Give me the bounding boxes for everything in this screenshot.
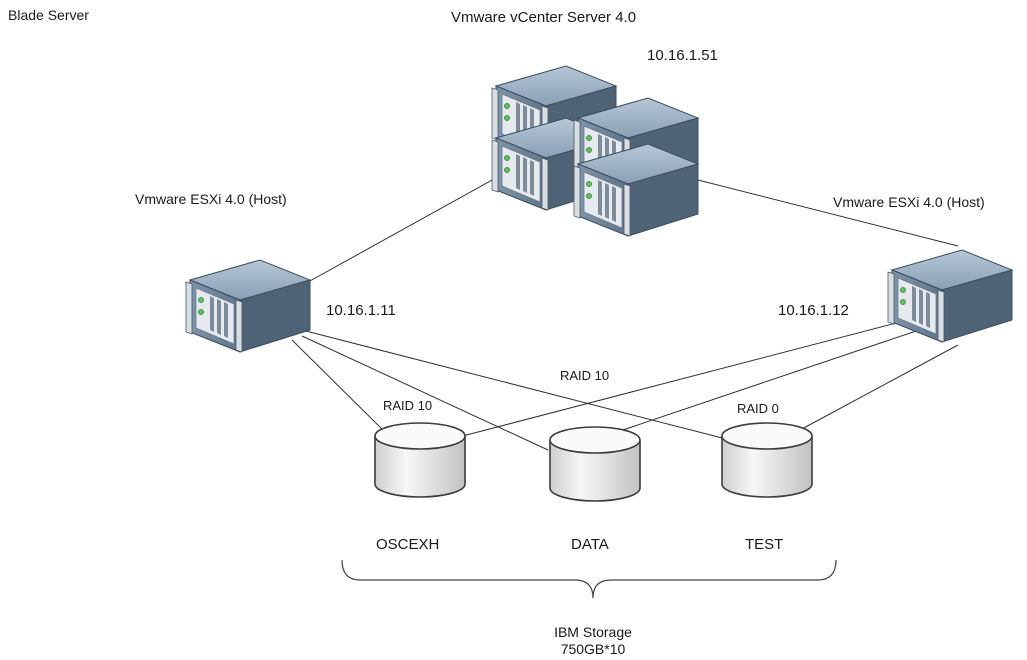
left-host-server-icon: [185, 259, 311, 353]
disk-data-icon: [549, 426, 641, 502]
blade-server-label: Blade Server: [8, 7, 89, 23]
storage-label: IBM Storage 750GB*10: [533, 624, 653, 658]
left-host-title: Vmware ESXi 4.0 (Host): [135, 191, 287, 207]
disk-label-test: TEST: [745, 536, 784, 553]
vcenter-server-stack: [491, 65, 699, 237]
right-host-server-icon: [887, 249, 1013, 343]
link-left-test: [301, 329, 731, 441]
link-left-data: [301, 335, 549, 451]
link-right-oscexh: [454, 321, 901, 439]
disk-oscexh-icon: [374, 422, 466, 498]
link-right-test: [799, 344, 959, 431]
right-host-title: Vmware ESXi 4.0 (Host): [833, 194, 985, 210]
left-host-ip: 10.16.1.11: [326, 302, 396, 319]
disk-label-data: DATA: [571, 536, 609, 553]
disk-label-oscexh: OSCEXH: [376, 536, 440, 553]
vcenter-title: Vmware vCenter Server 4.0: [451, 9, 637, 26]
raid-label-data: RAID 10: [560, 368, 610, 383]
right-host-ip: 10.16.1.12: [778, 302, 849, 319]
link-right-data: [604, 327, 926, 437]
vcenter-ip: 10.16.1.51: [647, 47, 718, 64]
raid-label-oscexh: RAID 10: [383, 398, 433, 413]
storage-brace: [341, 559, 837, 599]
link-left-oscexh: [291, 339, 386, 433]
storage-name: IBM Storage: [554, 624, 632, 640]
disk-test-icon: [721, 422, 813, 498]
link-vcenter-right-host: [689, 177, 959, 247]
storage-capacity: 750GB*10: [560, 641, 626, 657]
connection-lines: [289, 157, 959, 451]
raid-label-test: RAID 0: [737, 401, 779, 416]
